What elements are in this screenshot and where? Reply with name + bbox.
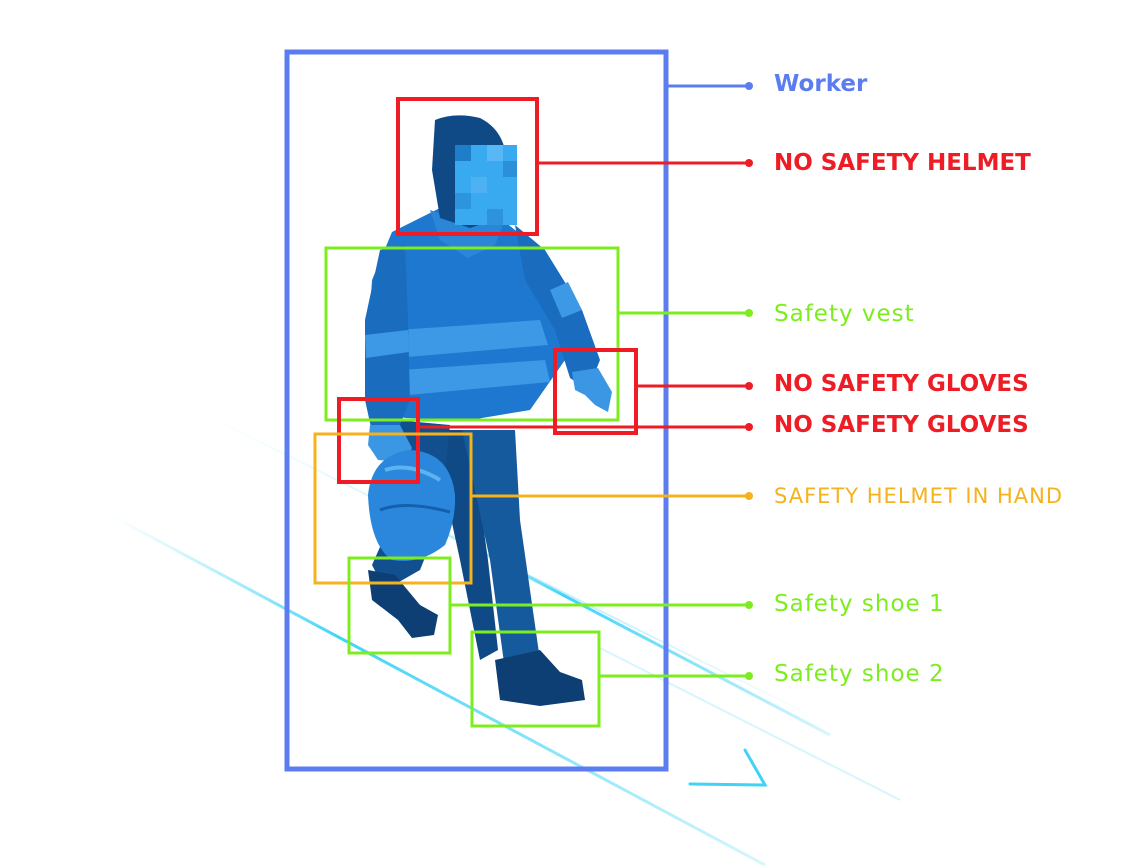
no-gloves-box-1 bbox=[553, 348, 638, 435]
worker-figure bbox=[365, 115, 612, 706]
label-no-safety-gloves-1: NO SAFETY GLOVES bbox=[774, 371, 1029, 397]
shoe-2-box bbox=[470, 630, 601, 728]
label-safety-shoe-1: Safety shoe 1 bbox=[774, 591, 945, 617]
floor-lines bbox=[109, 411, 901, 867]
blurred-face bbox=[455, 145, 517, 225]
label-safety-helmet-in-hand: SAFETY HELMET IN HAND bbox=[774, 484, 1064, 508]
hand-right bbox=[572, 368, 612, 412]
arrow-head-icon bbox=[688, 748, 768, 787]
label-safety-vest: Safety vest bbox=[774, 301, 915, 327]
label-safety-shoe-2: Safety shoe 2 bbox=[774, 661, 945, 687]
shoe-1 bbox=[368, 570, 438, 638]
shoe-1-box bbox=[347, 556, 452, 655]
no-gloves-box-2 bbox=[337, 397, 420, 484]
worker-box bbox=[284, 49, 669, 772]
label-no-safety-helmet: NO SAFETY HELMET bbox=[774, 150, 1031, 176]
label-no-safety-gloves-2: NO SAFETY GLOVES bbox=[774, 412, 1029, 438]
detection-boxes bbox=[284, 49, 669, 772]
vest-box bbox=[324, 246, 620, 422]
shoe-2 bbox=[495, 650, 585, 706]
leader-lines bbox=[419, 82, 753, 680]
no-helmet-box bbox=[396, 97, 539, 236]
helmet-in-hand-box bbox=[313, 432, 473, 585]
label-worker: Worker bbox=[774, 71, 868, 97]
